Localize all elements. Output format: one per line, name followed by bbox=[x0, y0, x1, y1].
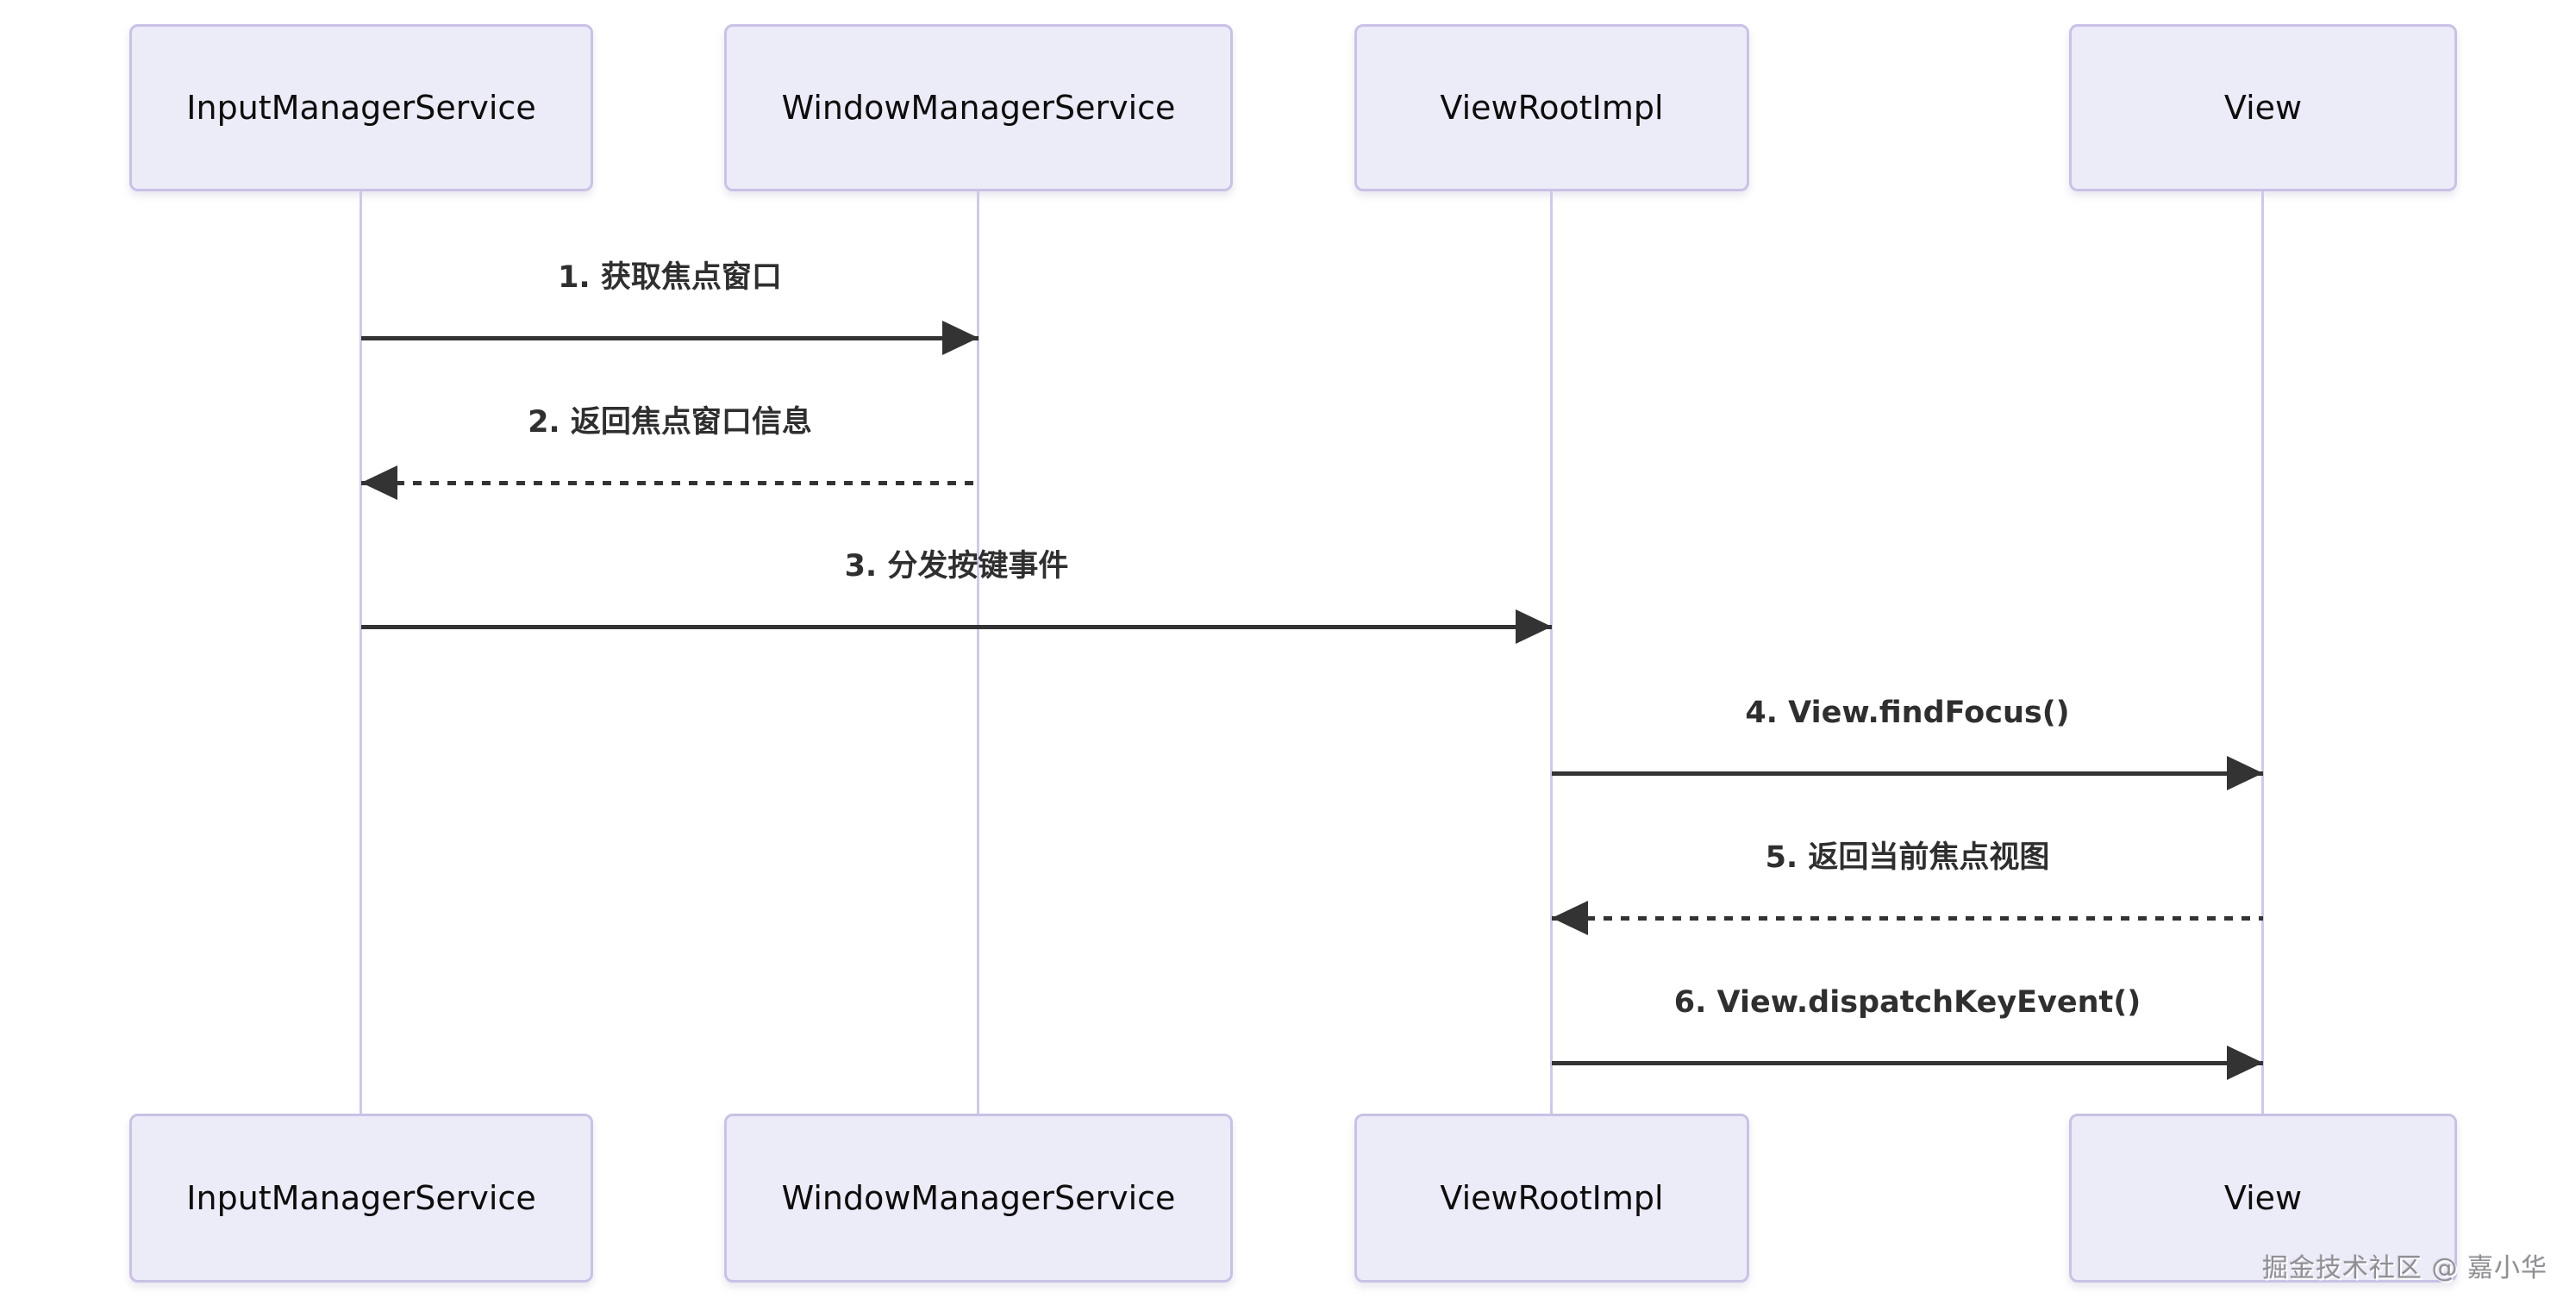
actor-top-view: View bbox=[2069, 24, 2457, 191]
actor-label: ViewRootImpl bbox=[1440, 89, 1664, 127]
message-3-line bbox=[361, 625, 1552, 629]
actor-bottom-window-manager-service: WindowManagerService bbox=[724, 1114, 1233, 1283]
lifeline-view bbox=[2261, 191, 2264, 1114]
message-5-label: 5. 返回当前焦点视图 bbox=[1765, 840, 2050, 875]
actor-label: WindowManagerService bbox=[781, 89, 1176, 127]
message-5-line bbox=[1552, 916, 2263, 921]
message-3-label: 3. 分发按键事件 bbox=[844, 549, 1069, 584]
arrowhead-right-icon bbox=[942, 321, 979, 355]
message-2-label: 2. 返回焦点窗口信息 bbox=[528, 405, 812, 440]
arrowhead-right-icon bbox=[1516, 609, 1552, 644]
actor-bottom-input-manager-service: InputManagerService bbox=[129, 1114, 593, 1283]
arrowhead-left-icon bbox=[361, 465, 397, 500]
message-2-line bbox=[361, 481, 979, 485]
message-4-line bbox=[1552, 771, 2263, 776]
actor-bottom-view-root-impl: ViewRootImpl bbox=[1354, 1114, 1749, 1283]
actor-label: View bbox=[2223, 1179, 2303, 1217]
watermark: 掘金技术社区 @ 嘉小华 bbox=[2261, 1253, 2548, 1283]
actor-label: InputManagerService bbox=[186, 1179, 536, 1217]
actor-label: View bbox=[2223, 89, 2303, 127]
lifeline-view-root-impl bbox=[1550, 191, 1553, 1114]
lifeline-input-manager-service bbox=[360, 191, 362, 1114]
actor-top-window-manager-service: WindowManagerService bbox=[724, 24, 1233, 191]
arrowhead-right-icon bbox=[2227, 1046, 2263, 1080]
message-1-line bbox=[361, 336, 979, 340]
message-6-label: 6. View.dispatchKeyEvent() bbox=[1673, 985, 2141, 1020]
message-1-label: 1. 获取焦点窗口 bbox=[558, 260, 782, 295]
actor-label: InputManagerService bbox=[186, 89, 536, 127]
message-6-line bbox=[1552, 1061, 2263, 1065]
actor-label: WindowManagerService bbox=[781, 1179, 1176, 1217]
arrowhead-right-icon bbox=[2227, 756, 2263, 790]
actor-label: ViewRootImpl bbox=[1440, 1179, 1664, 1217]
actor-bottom-view: View bbox=[2069, 1114, 2457, 1283]
actor-top-input-manager-service: InputManagerService bbox=[129, 24, 593, 191]
arrowhead-left-icon bbox=[1552, 901, 1588, 935]
message-4-label: 4. View.findFocus() bbox=[1745, 696, 2070, 730]
lifeline-window-manager-service bbox=[977, 191, 979, 1114]
actor-top-view-root-impl: ViewRootImpl bbox=[1354, 24, 1749, 191]
